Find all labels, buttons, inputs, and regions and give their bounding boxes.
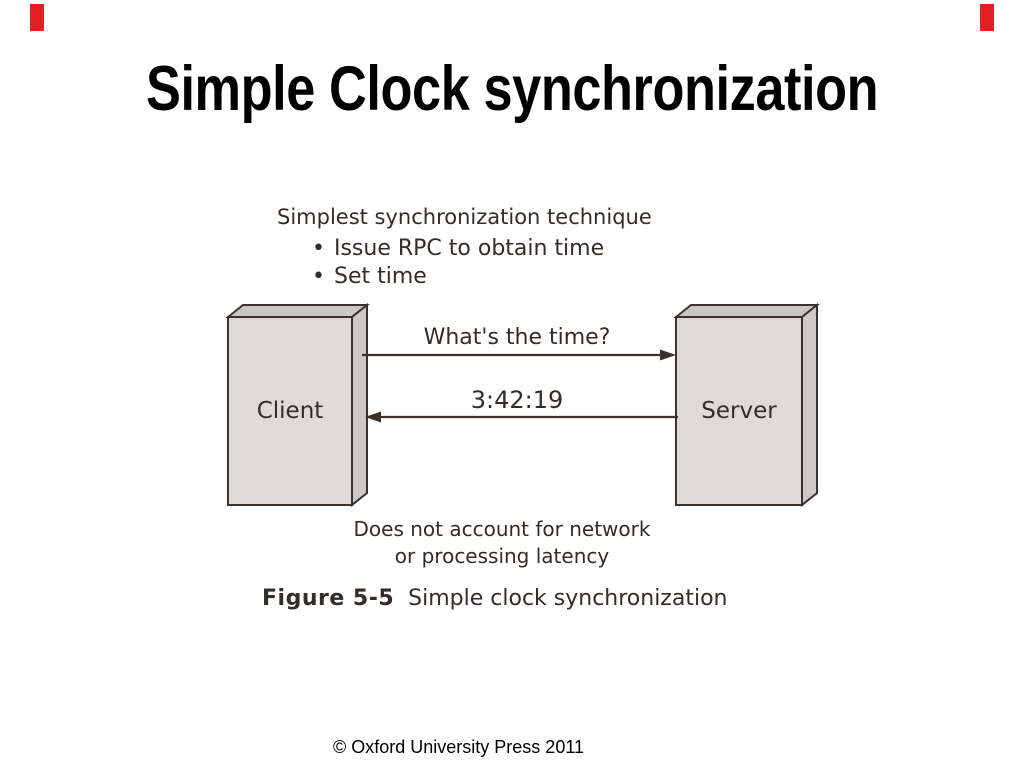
request-arrowhead-icon (660, 349, 676, 361)
server-box-top-face (673, 304, 820, 318)
copyright-footer: © Oxford University Press 2011 (333, 737, 585, 757)
client-box-top-face (225, 304, 370, 318)
figure-note-line-1: Does not account for network (353, 517, 651, 541)
figure-heading: Simplest synchronization technique (277, 205, 652, 229)
client-label: Client (256, 398, 324, 424)
figure-note-line-2: or processing latency (394, 544, 610, 568)
response-arrow (365, 411, 678, 423)
red-accent-left (30, 4, 44, 31)
server-box-side-face (801, 302, 818, 508)
client-box-side-face (351, 302, 368, 508)
response-arrowhead-icon (365, 411, 381, 423)
figure-caption-tag: Figure 5-5 (262, 586, 395, 611)
request-arrow-label: What's the time? (423, 325, 611, 350)
server-box (673, 302, 820, 508)
bullet-item-set-time: • Set time (312, 264, 427, 290)
page-title: Simple Clock synchronization (145, 54, 879, 124)
title-bar: Simple Clock synchronization (0, 58, 1024, 121)
bullet-text: Issue RPC to obtain time (333, 236, 605, 261)
bullet-text: Set time (333, 264, 427, 289)
server-box-front-face (675, 316, 803, 506)
server-label: Server (701, 398, 777, 424)
request-arrow (362, 349, 676, 361)
figure-caption-text: Simple clock synchronization (408, 586, 728, 611)
bullet-icon: • (312, 264, 325, 289)
bullet-item-issue-rpc: • Issue RPC to obtain time (312, 236, 604, 262)
figure-caption: Figure 5-5 Simple clock synchronization (262, 586, 727, 611)
client-box-front-face (227, 316, 353, 506)
red-accent-right (980, 4, 994, 31)
figure-note: Does not account for network or processi… (298, 516, 706, 570)
response-arrow-label: 3:42:19 (470, 386, 564, 414)
bullet-icon: • (312, 236, 325, 261)
client-box (225, 302, 370, 508)
